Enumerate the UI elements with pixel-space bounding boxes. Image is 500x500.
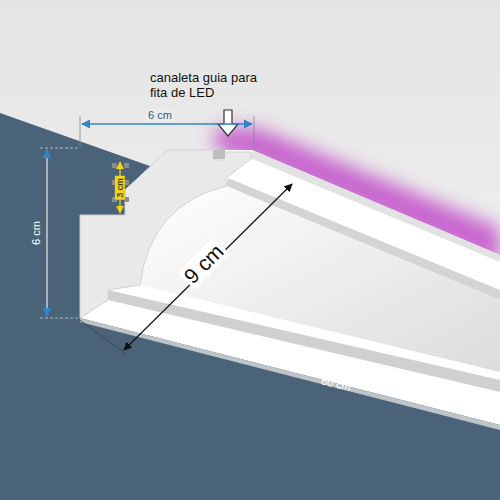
dimension-line [82,123,252,124]
wall [0,113,500,500]
molding-body [80,150,500,425]
callout-text: canaleta guia para fita de LED [150,71,260,101]
dimension-line [124,184,292,350]
dimension-line [46,150,47,316]
dimension-label: 60 cm [320,374,352,394]
led-chips [112,163,129,202]
dimension-label: 6 cm [30,219,43,247]
dimension-label: 9 cm [178,238,230,290]
dimension-label: 6 cm [146,109,174,122]
extension-line [40,148,80,149]
led-channel [213,150,225,159]
dimension-label: 3 cm [115,176,125,200]
bottom-edge [80,318,500,430]
extension-line [254,116,255,150]
profile-face [80,150,252,318]
extension-line [80,320,126,354]
extension-line [80,116,81,148]
extension-line [40,318,80,319]
callout-arrow [218,110,238,136]
